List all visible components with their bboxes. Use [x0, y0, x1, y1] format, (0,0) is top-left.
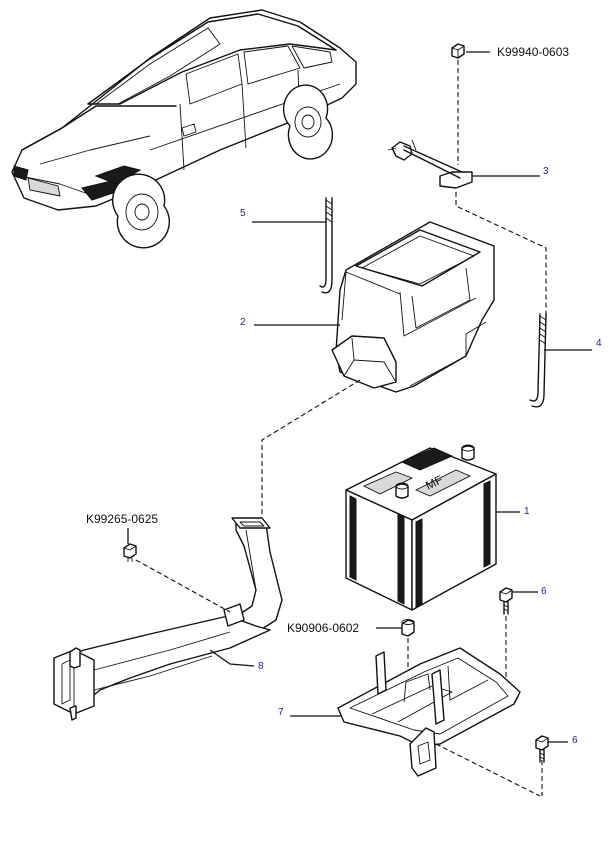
battery-tray-box [331, 221, 495, 393]
bolt-6-lower [535, 735, 549, 763]
clamp-bracket [387, 139, 473, 189]
battery-label: MF [423, 473, 445, 493]
callout-k99940: K99940-0603 [497, 45, 569, 59]
callout-6b: 6 [572, 735, 578, 746]
callout-6a: 6 [541, 586, 547, 597]
callout-8: 8 [258, 661, 264, 672]
guide-box-to-duct [261, 379, 361, 528]
hold-down-rod-4 [529, 313, 547, 408]
clip-k99265 [123, 543, 137, 562]
callout-2: 2 [240, 317, 246, 328]
battery: MF [345, 444, 497, 611]
nut-k90906 [401, 619, 415, 637]
guide-clamp-to-rod4 [455, 192, 547, 318]
nut-k99940 [451, 43, 465, 59]
hold-down-rod-5 [319, 197, 333, 294]
callout-1: 1 [524, 506, 530, 517]
callout-k99265: K99265-0625 [86, 512, 158, 526]
leader-8 [209, 649, 255, 667]
callout-5: 5 [240, 208, 246, 219]
bolt-6-upper [499, 587, 513, 615]
guide-tray-to-bolt6 [435, 743, 541, 797]
car-illustration [11, 9, 357, 249]
callout-3: 3 [543, 166, 549, 177]
callout-4: 4 [596, 338, 602, 349]
battery-base-tray [337, 647, 521, 777]
callout-k90906: K90906-0602 [287, 621, 359, 635]
guide-clip-to-duct [135, 559, 231, 613]
callout-7: 7 [278, 707, 284, 718]
air-intake-duct [53, 517, 283, 721]
